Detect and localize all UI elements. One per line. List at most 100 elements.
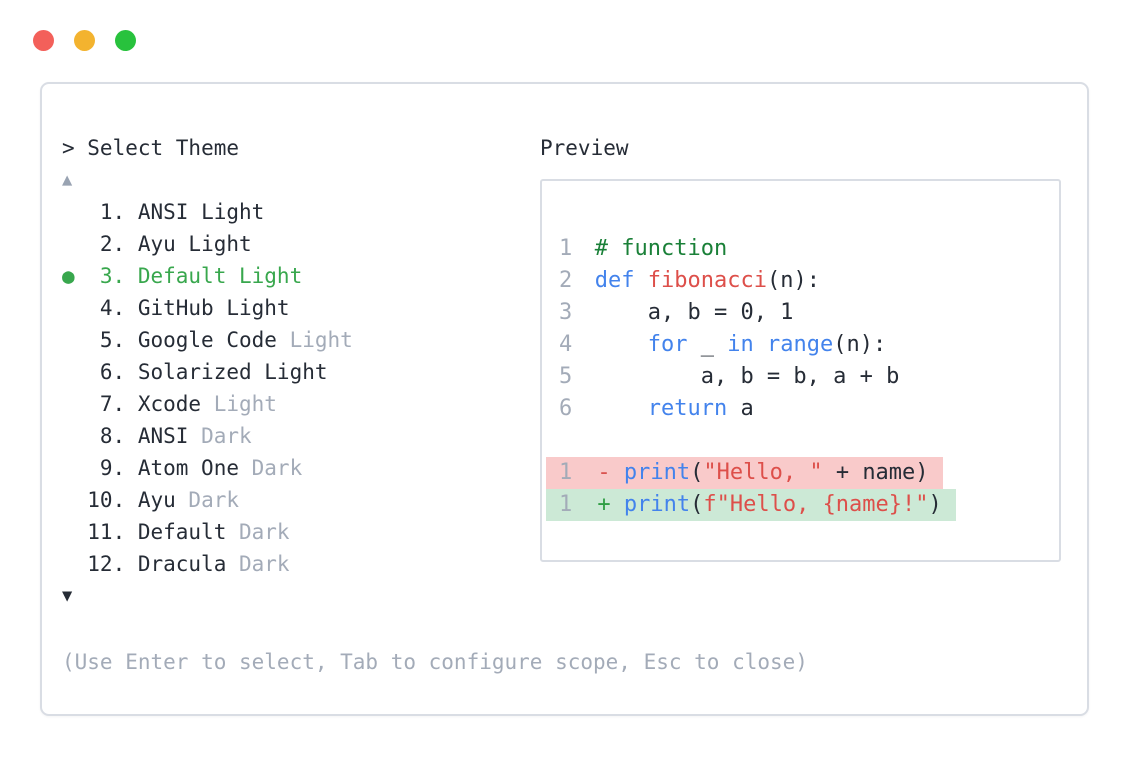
marker-spacer <box>62 228 75 260</box>
theme-number: 9. <box>99 456 126 480</box>
code-token-plain <box>754 332 767 357</box>
diff-minus-icon: - <box>597 460 611 485</box>
theme-picker-panel: > Select Theme ▲ 1. ANSI Light 2.Ayu Ligh… <box>40 82 1089 716</box>
marker-spacer <box>62 516 75 548</box>
code-token-plain: ( <box>690 460 704 485</box>
code-token-string: f"Hello, {name}!" <box>703 492 929 517</box>
theme-name: Default <box>137 264 227 288</box>
code-token-keyword: range <box>766 332 834 357</box>
code-token-function: fibonacci <box>647 268 767 293</box>
code-token-string: "Hello, " <box>703 460 823 485</box>
theme-variant: Light <box>175 232 252 256</box>
theme-number: 7. <box>99 392 126 416</box>
theme-number: 11. <box>87 520 126 544</box>
theme-list-item[interactable]: 1.ANSI Light <box>62 196 540 228</box>
blank-line <box>559 425 1059 457</box>
code-line: 3 a, b = 0, 1 <box>559 297 1059 329</box>
theme-name: Atom One <box>137 456 239 480</box>
code-token-keyword: print <box>623 460 691 485</box>
line-number: 4 <box>559 332 573 357</box>
code-token-plain: (n): <box>766 268 820 293</box>
theme-number: 1. <box>99 200 126 224</box>
code-token-plain: a, b = 0, 1 <box>594 300 794 325</box>
theme-variant: Light <box>201 392 277 416</box>
theme-variant: Light <box>226 264 303 288</box>
preview-title: Preview <box>540 136 629 160</box>
code-token-plain: a <box>727 396 754 421</box>
theme-variant: Dark <box>239 456 303 480</box>
theme-name: Ayu <box>137 488 176 512</box>
diff-highlight-removed: 1-print("Hello, " + name) <box>546 457 943 489</box>
theme-list-column: > Select Theme ▲ 1. ANSI Light 2.Ayu Ligh… <box>62 132 540 612</box>
code-token-keyword: print <box>623 492 691 517</box>
theme-number: 10. <box>87 488 126 512</box>
theme-list-item[interactable]: 8.ANSI Dark <box>62 420 540 452</box>
line-number: 1 <box>559 460 573 485</box>
code-line: 2 def fibonacci(n): <box>559 265 1059 297</box>
theme-list-item[interactable]: 9. Atom One Dark <box>62 452 540 484</box>
theme-number: 4. <box>99 296 126 320</box>
maximize-button[interactable] <box>115 30 136 51</box>
theme-list-item[interactable]: 10. Ayu Dark <box>62 484 540 516</box>
theme-name: Solarized <box>137 360 252 384</box>
code-token-plain: ( <box>690 492 704 517</box>
diff-line-added: 1 + print(f"Hello, {name}!") <box>546 489 1059 521</box>
theme-variant: Light <box>213 296 290 320</box>
theme-list-item[interactable]: 4.GitHub Light <box>62 292 540 324</box>
theme-variant: Dark <box>226 552 290 576</box>
diff-plus-icon: + <box>597 492 611 517</box>
preview-column: Preview 1 # function 2 def fibonacci(n): 3 a… <box>540 132 1061 612</box>
theme-name: Dracula <box>137 552 227 576</box>
theme-number: 8. <box>99 424 126 448</box>
line-number: 1 <box>559 492 573 517</box>
code-token-plain: ) <box>928 492 942 517</box>
theme-list-item[interactable]: 7. Xcode Light <box>62 388 540 420</box>
code-token-plain: a, b = b, a + b <box>594 364 900 389</box>
marker-spacer <box>62 452 75 484</box>
theme-variant: Light <box>251 360 328 384</box>
line-number: 3 <box>559 300 573 325</box>
theme-name: Default <box>137 520 227 544</box>
scroll-down-icon[interactable]: ▼ <box>62 586 73 606</box>
code-line: 6 return a <box>559 393 1059 425</box>
code-line: 4 for _ in range(n): <box>559 329 1059 361</box>
line-number: 2 <box>559 268 573 293</box>
marker-spacer <box>62 196 75 228</box>
selected-bullet-icon: ● <box>62 264 75 288</box>
theme-list-item[interactable]: 5.Google Code Light <box>62 324 540 356</box>
theme-list-item[interactable]: 6.Solarized Light <box>62 356 540 388</box>
theme-list-item[interactable]: 11. Default Dark <box>62 516 540 548</box>
code-token-keyword: for <box>647 332 688 357</box>
theme-list-item[interactable]: ● 3. Default Light <box>62 260 540 292</box>
code-token-keyword: return <box>647 396 728 421</box>
theme-name: Xcode <box>137 392 202 416</box>
theme-list-item[interactable]: 12. Dracula Dark <box>62 548 540 580</box>
minimize-button[interactable] <box>74 30 95 51</box>
theme-name: Google Code <box>137 328 277 352</box>
theme-variant: Dark <box>226 520 290 544</box>
scroll-up-icon[interactable]: ▲ <box>62 170 73 190</box>
window-controls <box>33 30 136 51</box>
close-button[interactable] <box>33 30 54 51</box>
theme-number: 3. <box>99 264 126 288</box>
code-token-plain: + name) <box>822 460 929 485</box>
marker-spacer <box>62 420 75 452</box>
code-line: 5 a, b = b, a + b <box>559 361 1059 393</box>
code-token-comment: # function <box>594 236 728 261</box>
select-theme-prompt: > Select Theme <box>62 136 240 160</box>
code-token-plain <box>595 332 648 357</box>
theme-list-item[interactable]: 2.Ayu Light <box>62 228 540 260</box>
code-token-keyword: def <box>594 268 635 293</box>
marker-spacer <box>62 292 75 324</box>
diff-line-removed: 1-print("Hello, " + name) <box>546 457 1059 489</box>
marker-spacer <box>62 484 75 516</box>
marker-spacer <box>62 324 75 356</box>
line-number: 1 <box>559 236 573 261</box>
diff-highlight-added: 1 + print(f"Hello, {name}!") <box>546 489 956 521</box>
theme-number: 12. <box>87 552 126 576</box>
line-number: 5 <box>559 364 573 389</box>
footer-hint: (Use Enter to select, Tab to configure s… <box>62 650 808 674</box>
theme-variant: Dark <box>175 488 239 512</box>
code-token-keyword: in <box>727 332 754 357</box>
theme-name: ANSI <box>137 200 189 224</box>
